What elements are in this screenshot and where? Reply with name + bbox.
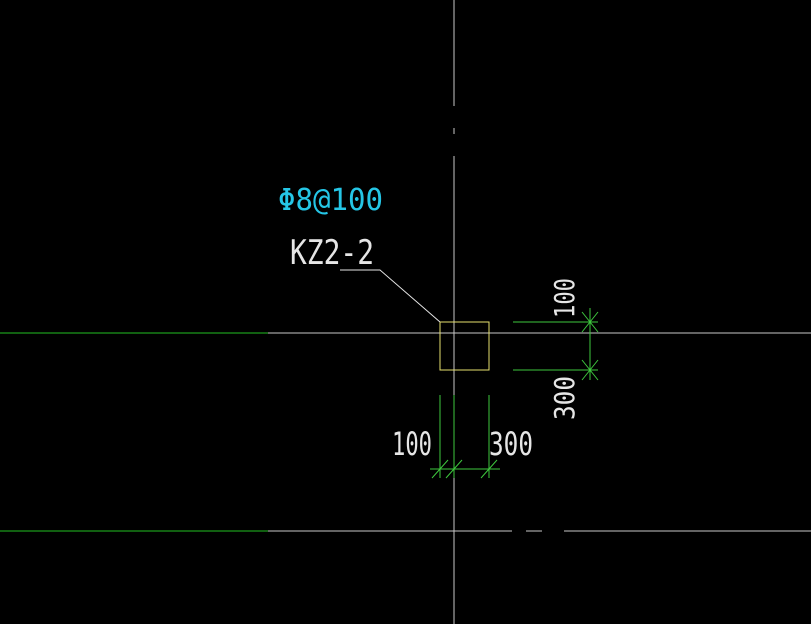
dim-vertical-bottom-text: 300 [548, 376, 581, 420]
column-outline[interactable] [439, 321, 490, 371]
vertical-dimension [513, 308, 599, 381]
axis-gap-mid [450, 134, 458, 156]
dim-horizontal-left-text: 100 [392, 425, 432, 463]
rebar-note-text: Φ8@100 [278, 183, 383, 218]
dim-horizontal-right-text: 300 [489, 425, 533, 463]
dim-vertical-top-text: 100 [548, 278, 581, 318]
axis-gap-top [450, 106, 458, 128]
column-label-text: KZ2-2 [290, 233, 374, 273]
label-leader-line [340, 269, 441, 323]
axis-gap-right-2 [542, 527, 564, 535]
axis-gap-right [512, 527, 526, 535]
horizontal-dimension [430, 395, 500, 479]
